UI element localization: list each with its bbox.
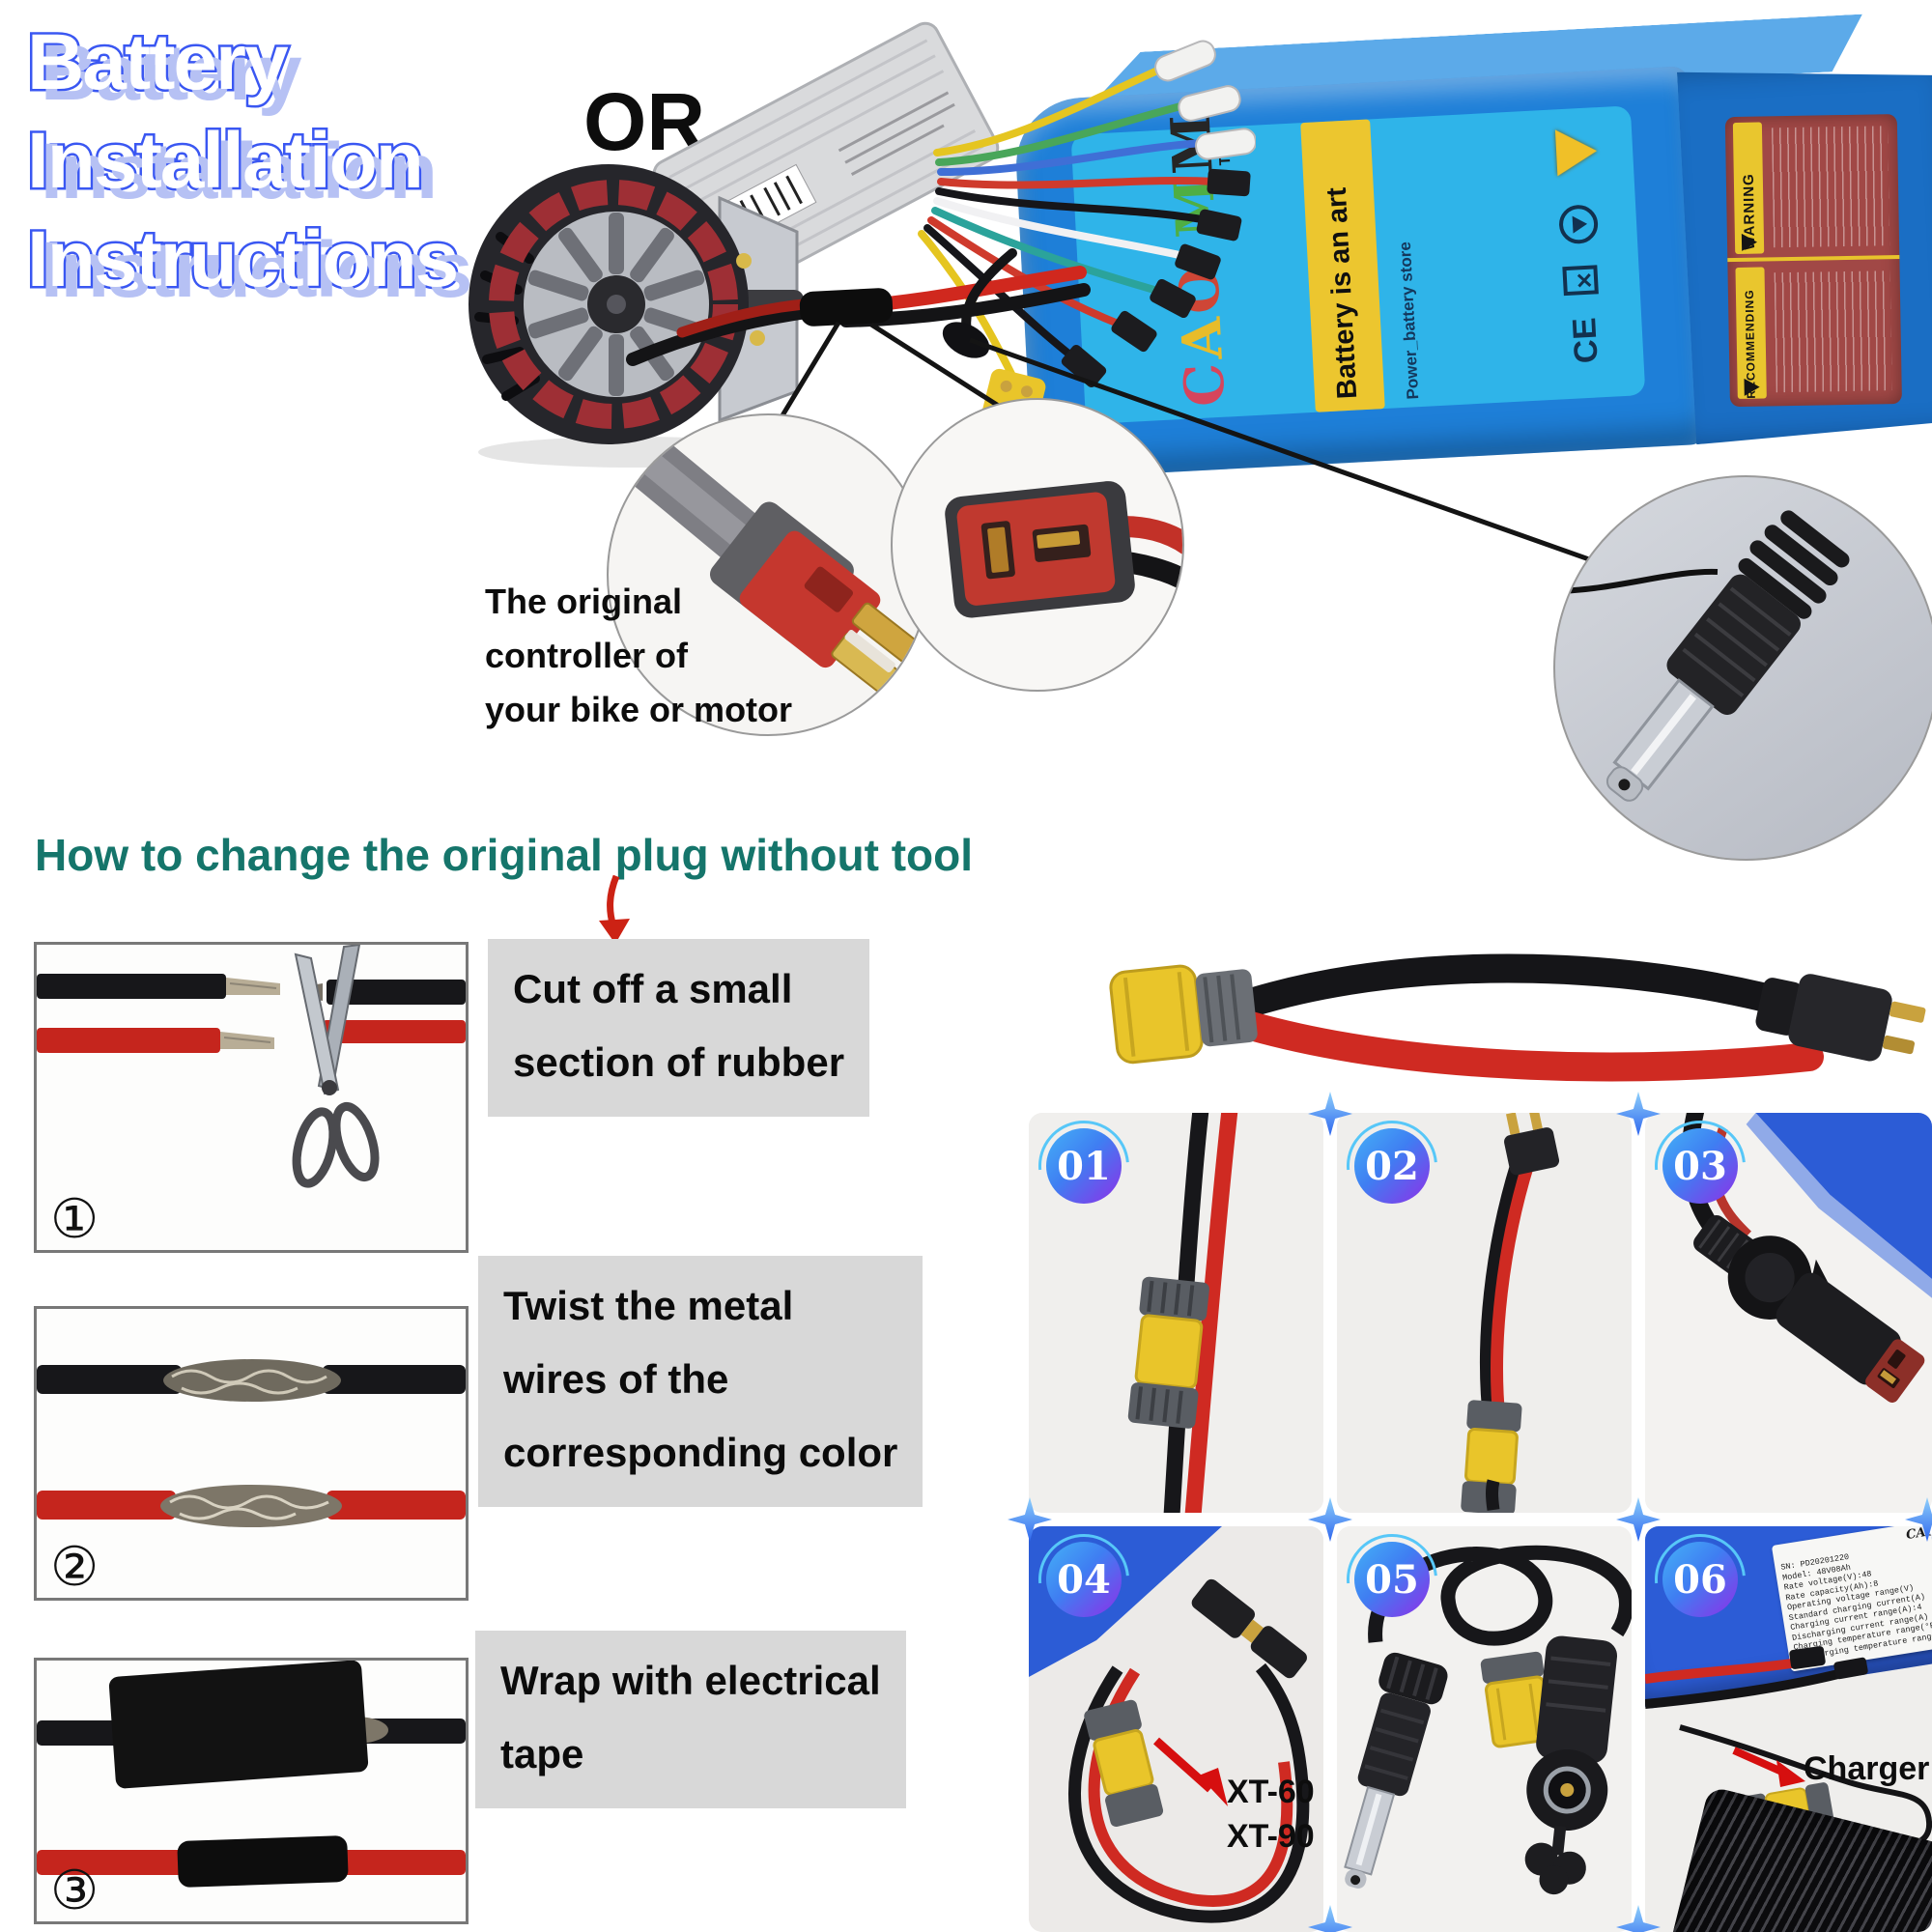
step-badge: 02: [1354, 1128, 1430, 1204]
step-badge: 03: [1662, 1128, 1738, 1204]
step2-text-line: wires of the: [503, 1356, 729, 1402]
red-arrow-icon: [1732, 1747, 1805, 1787]
step1-text-line: section of rubber: [513, 1039, 845, 1085]
page-title-line-2: Installation: [25, 117, 427, 205]
step3-photo: ③: [34, 1658, 469, 1924]
grid-step-06: CAO M SN: PD20201220 Model: 48V08Ah Rate…: [1645, 1526, 1932, 1932]
step-badge: 05: [1354, 1542, 1430, 1617]
wiring-overlay: [626, 248, 1620, 585]
step3-text-line: Wrap with electrical: [500, 1658, 881, 1703]
grid-step-01: 01: [1029, 1113, 1323, 1513]
dc-female-socket: [1524, 1635, 1618, 1895]
caption-line-2: controller of: [485, 636, 689, 675]
grid-step-05: 05: [1337, 1526, 1632, 1932]
xt60-label: XT-60: [1227, 1774, 1315, 1810]
tplug-connector: [1755, 974, 1926, 1062]
badge-number: 01: [1057, 1143, 1111, 1189]
step3-number: ③: [50, 1860, 99, 1920]
xt90-label: XT-90: [1227, 1818, 1315, 1855]
step1-number: ①: [50, 1188, 99, 1249]
section-heading: How to change the original plug without …: [35, 830, 974, 880]
grid-step-02: 02: [1337, 1113, 1632, 1513]
jst-connectors: [1061, 168, 1251, 388]
xt60-joint: [1084, 1699, 1164, 1828]
badge-number: 02: [1365, 1143, 1419, 1189]
red-arrow-icon: [1153, 1737, 1228, 1806]
xt60-connector: [1109, 964, 1258, 1065]
step-badge: 06: [1662, 1542, 1738, 1617]
step2-photo: ②: [34, 1306, 469, 1601]
xt60-joint: [1461, 1400, 1522, 1513]
caption-line-3: your bike or motor: [485, 690, 793, 729]
tplug-end: [1504, 1113, 1560, 1176]
step3-text-line: tape: [500, 1731, 584, 1776]
dc-plug-zoom: [1553, 475, 1932, 861]
step2-text-line: corresponding color: [503, 1430, 898, 1475]
badge-number: 04: [1057, 1556, 1111, 1603]
tplug-joint: [1191, 1578, 1307, 1679]
page-title-line-1: Battery: [25, 18, 292, 106]
badge-number: 05: [1365, 1556, 1419, 1603]
step1-text-line: Cut off a small: [513, 966, 793, 1011]
xt-size-label: XT-60 XT-90: [1227, 1770, 1315, 1859]
grid-step-04: XT-60 XT-90 04: [1029, 1526, 1323, 1932]
dc-pigtail-plug: [942, 322, 990, 358]
adapter-cable-photo: [1109, 953, 1926, 1082]
step2-number: ②: [50, 1536, 99, 1597]
caption-line-1: The original: [485, 582, 683, 621]
waterproof-tplug: [1693, 1214, 1925, 1403]
dc-male-plug: [1344, 1652, 1448, 1889]
bullet-connectors: [1154, 40, 1256, 160]
page-title-line-3: Instructions: [24, 215, 461, 303]
step2-text: Twist the metal wires of the correspondi…: [478, 1256, 923, 1507]
charger-label: Charger: [1804, 1750, 1930, 1787]
motor-photo: [469, 164, 804, 468]
tplug-female-zoom: [891, 398, 1184, 692]
step1-text: Cut off a small section of rubber: [488, 939, 870, 1117]
step-badge: 01: [1046, 1128, 1122, 1204]
wire-junction: [799, 288, 894, 327]
step-badge: 04: [1046, 1542, 1122, 1617]
xt60-joint: [1127, 1276, 1209, 1429]
step3-text: Wrap with electrical tape: [475, 1631, 906, 1808]
tplug-male-zoom: [607, 413, 929, 736]
step1-photo: ①: [34, 942, 469, 1253]
badge-number: 06: [1673, 1556, 1727, 1603]
grid-step-03: 03: [1645, 1113, 1932, 1513]
red-arrow-icon: [599, 874, 630, 944]
badge-number: 03: [1673, 1143, 1727, 1189]
scissors-icon: [292, 945, 380, 1188]
step2-text-line: Twist the metal: [503, 1283, 794, 1328]
